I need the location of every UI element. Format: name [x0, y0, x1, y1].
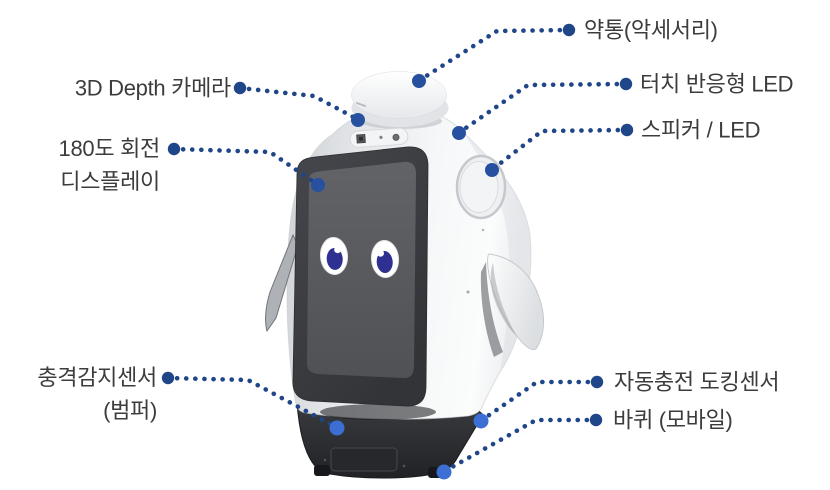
label-pillbox-accessory-text: 약통(악세서리): [584, 17, 718, 43]
right-flipper: [480, 253, 544, 357]
callout-line-bumper: [165, 375, 339, 430]
label-end-dots: [161, 23, 634, 427]
speaker-led-ring: [455, 154, 507, 220]
display-screen: [292, 146, 429, 407]
callout-lines: [165, 27, 630, 474]
label-touch-responsive-led-text: 터치 반응형 LED: [640, 71, 794, 97]
label-wheel-mobile-text: 바퀴 (모바일): [613, 407, 733, 433]
label-impact-sensor-bumper: 충격감지센서 (범퍼): [37, 361, 157, 427]
callout-line-docking: [479, 379, 600, 423]
pill-container-disc: [351, 71, 449, 129]
callout-line-camera: [237, 85, 360, 122]
robot-end-dots: [311, 74, 499, 480]
label-rotating-display: 180도 회전 디스플레이: [58, 132, 161, 198]
left-eye: [319, 237, 349, 275]
label-impact-sensor-line2: (범퍼): [103, 398, 157, 423]
label-rotating-display-line2: 디스플레이: [60, 169, 160, 194]
label-touch-responsive-led: 터치 반응형 LED: [640, 68, 794, 101]
left-flipper: [265, 233, 299, 333]
label-auto-charge-docking-sensor-text: 자동충전 도킹센서: [614, 369, 780, 395]
right-eye: [370, 240, 400, 278]
label-rotating-display-line1: 180도 회전: [58, 136, 161, 161]
callout-line-pillbox: [417, 27, 572, 83]
callout-line-wheel: [442, 417, 599, 474]
label-pillbox-accessory: 약통(악세서리): [584, 14, 718, 47]
callout-line-speaker: [490, 127, 630, 172]
label-speaker-led-text: 스피커 / LED: [641, 117, 761, 143]
callout-line-touch-led: [457, 81, 629, 135]
label-auto-charge-docking-sensor: 자동충전 도킹센서: [614, 366, 780, 399]
label-3d-depth-camera-text: 3D Depth 카메라: [74, 75, 231, 101]
callout-line-display: [171, 146, 320, 187]
label-3d-depth-camera: 3D Depth 카메라: [75, 72, 231, 105]
label-impact-sensor-line1: 충격감지센서: [37, 365, 157, 390]
body-base-shadow: [320, 404, 436, 420]
base-hatch-panel: [330, 447, 398, 472]
sensor-bar: [349, 127, 409, 148]
label-speaker-led: 스피커 / LED: [641, 114, 760, 147]
left-wheel: [314, 465, 330, 476]
label-wheel-mobile: 바퀴 (모바일): [613, 404, 733, 437]
